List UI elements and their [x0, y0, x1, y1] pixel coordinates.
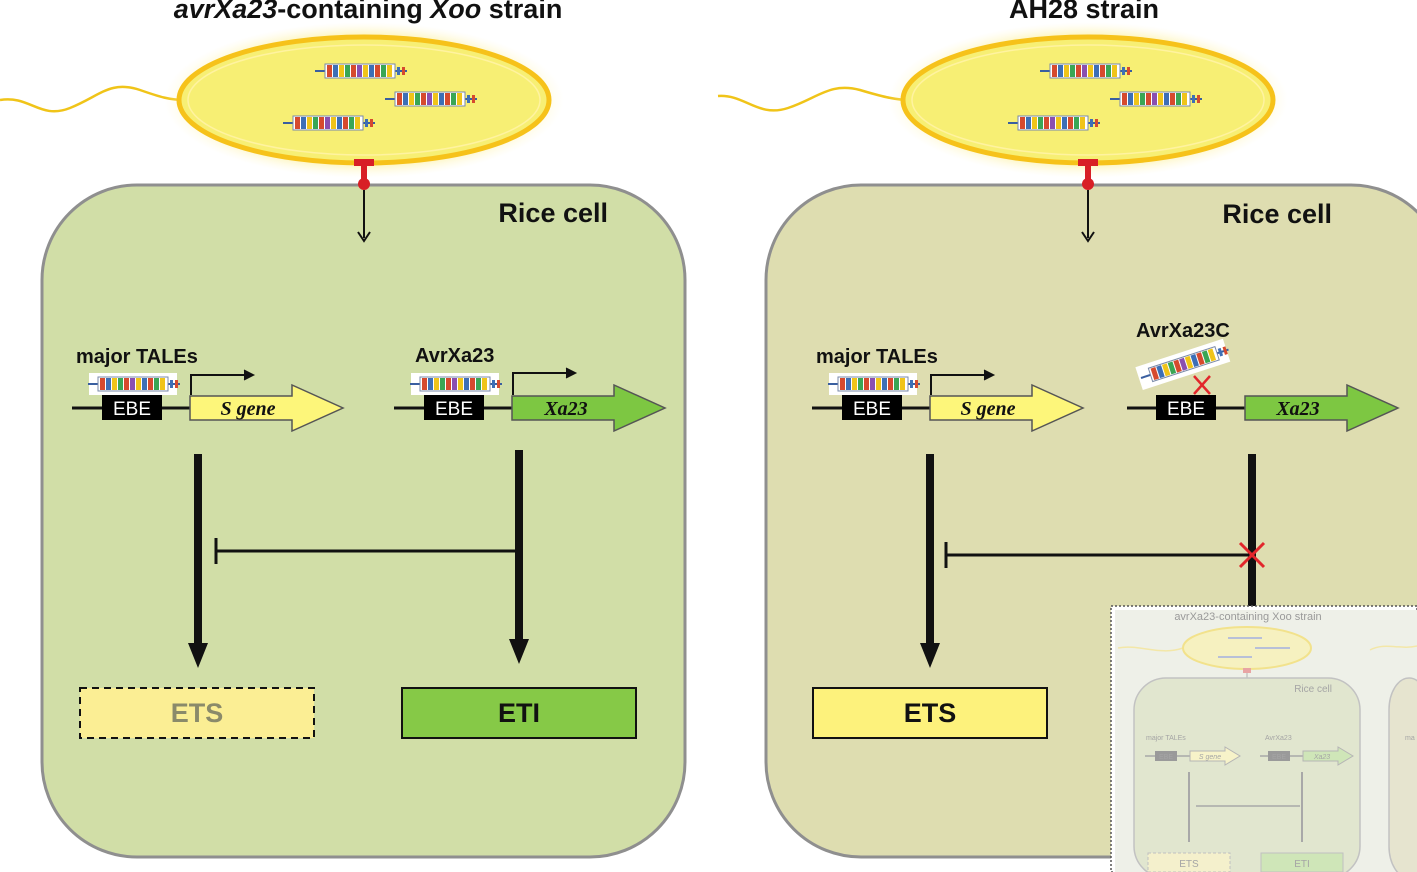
transcription-start-arrow — [930, 374, 990, 395]
tale-gene-icon — [384, 91, 478, 107]
major-tales-label: major TALEs — [816, 346, 938, 368]
tale-gene-icon — [1039, 63, 1133, 79]
ebe-box — [842, 395, 902, 420]
tale-gene-icon — [282, 115, 376, 131]
s-gene-arrow — [929, 383, 1085, 433]
ebe-label: EBE — [435, 399, 473, 420]
tale-protein-icon — [1135, 338, 1232, 391]
flagellum — [0, 85, 186, 113]
ebe-box — [102, 395, 162, 420]
transcription-start-arrow — [190, 374, 250, 395]
ebe-label: EBE — [1167, 399, 1205, 420]
ebe-box — [1156, 395, 1216, 420]
thumbnail-cell-label: Rice cell — [1294, 684, 1332, 695]
thumbnail-left-tale-label: major TALEs — [1146, 735, 1186, 742]
thumbnail-ets-label: ETS — [1179, 859, 1199, 870]
tale-protein-icon — [87, 376, 181, 392]
bacterium — [900, 34, 1276, 166]
thumbnail-title: avrXa23-containing Xoo strain — [1174, 611, 1321, 623]
ets-label: ETS — [904, 698, 957, 728]
ets-box — [812, 687, 1048, 739]
transcription-start-arrow — [512, 372, 572, 395]
rice-cell-label: Rice cell — [1222, 199, 1332, 229]
eti-label: ETI — [498, 698, 540, 728]
avrxa23-label: AvrXa23 — [415, 345, 494, 367]
major-tales-label: major TALEs — [76, 346, 198, 368]
flagellum — [717, 86, 911, 112]
ebe-label: EBE — [113, 399, 151, 420]
bacterium — [176, 34, 552, 166]
xa23-arrow — [1244, 383, 1400, 433]
ebe-label: EBE — [853, 399, 891, 420]
thumbnail-xa23-label: Xa23 — [1313, 754, 1330, 761]
s-gene-label: S gene — [221, 398, 276, 420]
thumbnail-ebe-label: EBE — [1159, 754, 1173, 761]
thumbnail-s-gene-label: S gene — [1199, 754, 1221, 761]
tale-protein-icon — [827, 376, 921, 392]
tale-gene-icon — [314, 63, 408, 79]
left-panel-title: avrXa23-containing Xoo strain — [174, 0, 563, 24]
xa23-label: Xa23 — [1275, 398, 1319, 420]
ebe-box — [424, 395, 484, 420]
tale-gene-icon — [1109, 91, 1203, 107]
t3ss-icon — [354, 159, 374, 243]
tale-gene-icon — [1007, 115, 1101, 131]
ets-box — [79, 687, 315, 739]
avrxa23c-label: AvrXa23C — [1136, 320, 1230, 342]
xa23-label: Xa23 — [543, 398, 587, 420]
thumbnail-eti-label: ETI — [1294, 859, 1310, 870]
s-gene-label: S gene — [961, 398, 1016, 420]
tale-protein-icon — [409, 376, 503, 392]
thumbnail-edge-label: ma — [1405, 735, 1415, 742]
right-panel-title: AH28 strain — [1009, 0, 1159, 24]
xa23-arrow — [511, 383, 667, 433]
rice-cell — [40, 183, 687, 859]
cross-icon — [1238, 541, 1266, 569]
s-gene-arrow — [189, 383, 345, 433]
eti-box — [401, 687, 637, 739]
left-panel: avrXa23-containing Xoo strain Rice cell … — [0, 0, 687, 859]
ets-label: ETS — [171, 698, 224, 728]
rice-cell-label: Rice cell — [498, 198, 608, 228]
thumbnail-ebe-label: EBE — [1272, 754, 1286, 761]
t3ss-icon — [1078, 159, 1098, 243]
thumbnail-right-tale-label: AvrXa23 — [1265, 735, 1292, 742]
thumbnail-preview[interactable]: avrXa23-containing Xoo strain Rice cell … — [1110, 605, 1417, 872]
cross-icon — [1193, 375, 1211, 395]
